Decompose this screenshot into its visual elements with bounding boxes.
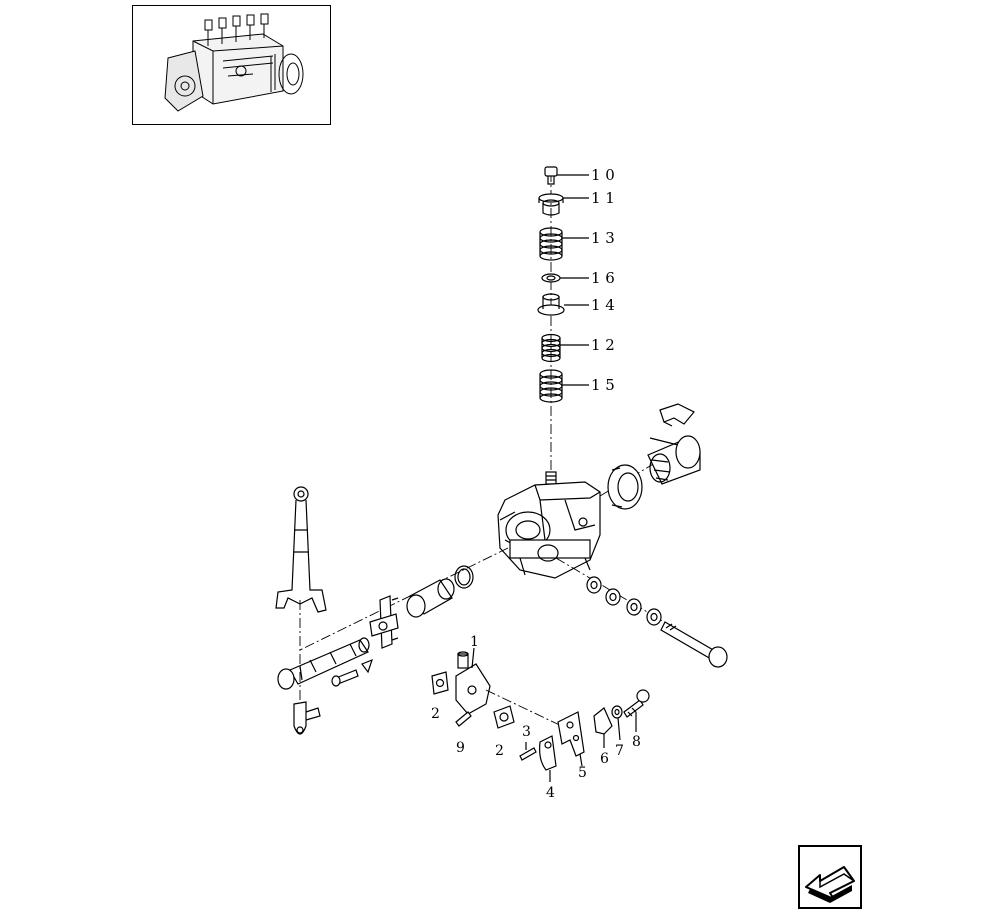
callout-16: 1 6 [591,269,615,287]
back-arrow-icon [805,866,855,903]
callout-7: 7 [615,743,624,759]
callout-15: 1 5 [591,376,615,394]
back-button[interactable] [798,845,862,909]
part-9-pin [455,711,472,727]
governor-shaft [277,637,370,690]
part-4-plate [539,735,557,782]
part-7-washer [611,705,623,741]
callout-1: 1 [470,634,479,650]
part-15-spring [539,369,589,403]
part-2-washer-left [431,671,449,695]
injection-pump-thumbnail-icon [164,13,304,112]
callout-13: 1 3 [591,229,615,247]
part-12-spring [541,333,589,363]
long-bolt [660,621,728,668]
sleeve [406,578,455,618]
part-1-lever [455,647,491,715]
pump-thumbnail-frame [132,5,331,125]
callout-10: 1 0 [591,166,615,184]
part-3-pin [519,742,537,761]
callout-3: 3 [522,724,531,740]
part-16-washer [541,273,589,283]
callout-2-right: 2 [495,743,504,759]
callout-12: 1 2 [591,336,615,354]
part-14-seat [537,293,589,316]
circlip [454,565,474,589]
callout-2-left: 2 [431,706,440,722]
governor-housing [497,481,601,579]
coupling-ring [607,464,643,510]
callout-9: 9 [456,740,465,756]
part-11-cap [538,193,589,216]
part-6-block [593,707,613,748]
part-8-screw [623,689,650,732]
small-bolt [331,658,373,687]
coupling-hub [647,435,701,485]
callout-11: 1 1 [591,189,615,207]
part-2-washer-right [493,705,515,729]
callout-6: 6 [600,751,609,767]
part-5-bracket [557,711,585,767]
part-13-spring [539,227,589,261]
right-washers [586,576,662,626]
part-10-screw [544,166,589,185]
callout-5: 5 [578,765,587,781]
control-lever [275,486,327,613]
callout-14: 1 4 [591,296,615,314]
woodruff-key [659,403,695,427]
callout-4: 4 [546,785,555,801]
lower-link [293,701,321,735]
callout-8: 8 [632,734,641,750]
shaft-bracket [369,595,399,649]
